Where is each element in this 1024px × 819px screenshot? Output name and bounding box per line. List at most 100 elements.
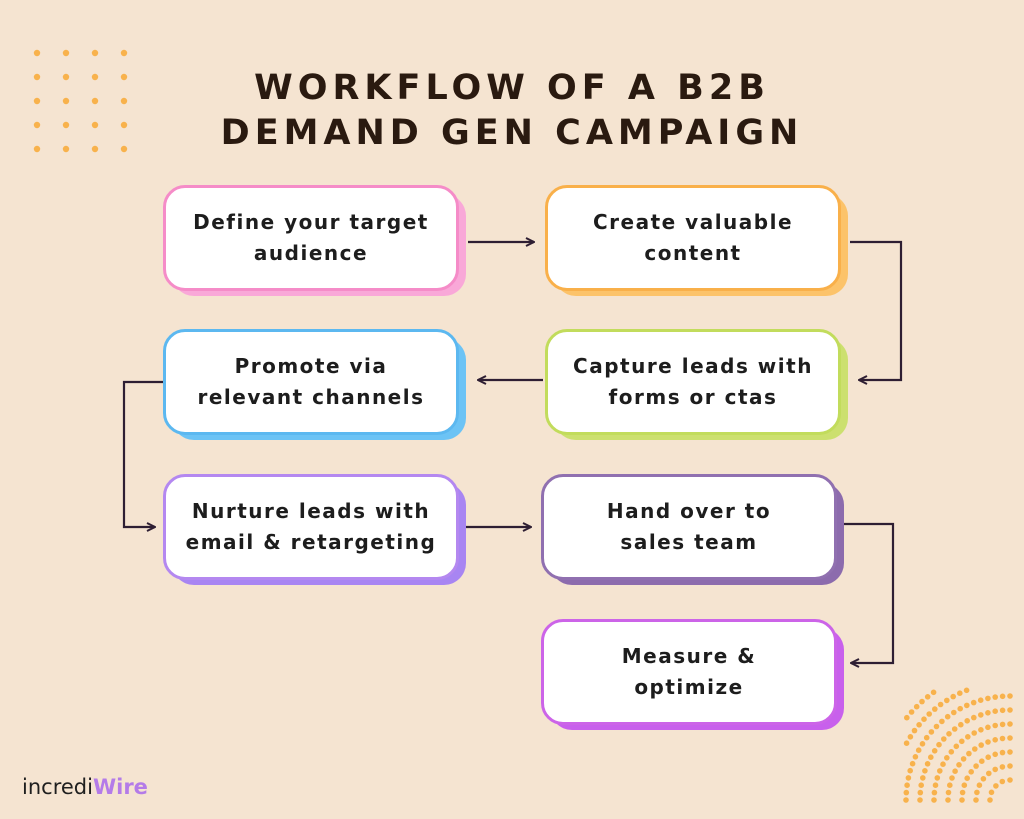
decor-dot [903,740,910,746]
decor-dot [999,693,1006,700]
decor-dot [904,714,910,721]
decor-dot [1007,693,1013,699]
decor-dot [920,775,926,781]
decor-dot [965,734,971,740]
decor-dot [970,699,977,706]
decor-dot [922,768,928,774]
decor-dot [120,73,128,81]
decor-dot [912,754,919,760]
decor-dot [959,797,965,803]
decor-dot [921,716,927,722]
decor-dot [961,782,968,788]
step-box: Promote via relevant channels [163,329,459,435]
decor-dot [908,709,915,715]
decor-dot [937,701,944,708]
decor-dot [945,797,951,803]
decor-dot [1007,777,1013,783]
decor-dot [924,694,931,700]
step-box: Create valuable content [545,185,841,291]
decor-dot [907,734,914,740]
decor-dot [987,797,993,803]
decor-dot [903,797,909,803]
decor-dot [977,697,984,703]
decor-dot [913,703,920,710]
decor-dot [915,747,922,753]
decor-dot [964,775,970,781]
decor-dot [999,778,1006,785]
decor-dot [950,693,956,700]
decor-dot [966,750,972,757]
decor-dot [933,723,940,730]
step-measure-optimize: Measure & optimize [541,619,844,730]
arrow-handover-to-measure [843,522,895,663]
decor-dot [120,145,128,153]
decor-dot [917,797,923,803]
dot-grid-top-left [33,49,128,153]
decor-dot [120,97,128,105]
decor-dot [91,97,99,105]
decor-dot [986,770,992,777]
decor-dot [999,721,1006,728]
decor-dot [992,708,998,714]
step-box: Measure & optimize [541,619,837,725]
logo-text-main: incredi [22,775,93,799]
decor-dot [999,764,1006,770]
decor-dot [940,761,946,767]
step-capture-leads: Capture leads with forms or ctas [545,329,848,440]
decor-dot [978,712,984,718]
arrow-create-to-capture [850,240,903,380]
decor-dot [992,751,998,758]
decor-dot [1007,749,1013,755]
logo-text-accent: Wire [92,775,148,799]
decor-dot [931,748,938,754]
brand-logo: incrediWire [22,775,148,799]
decor-dot [923,734,930,741]
decor-dot [973,763,979,769]
step-define-target-audience: Define your target audience [163,185,466,296]
decor-dot [924,761,931,767]
decor-dot [960,756,967,762]
decor-dot [931,789,938,796]
decor-dot [33,145,41,153]
decor-dot [91,49,99,57]
decor-dot [62,73,70,81]
decor-dot [985,695,991,702]
step-label: Measure & optimize [621,644,757,699]
decor-dot [956,762,962,768]
decor-dot [62,145,70,153]
decor-dot [91,73,99,81]
decor-dot [957,705,963,712]
decor-dot [939,718,945,725]
decor-dot [964,702,970,709]
decor-dot [976,782,983,788]
decor-dot [926,711,932,717]
decor-dot [951,726,958,732]
decor-dot [33,73,41,81]
decor-dot [928,729,935,735]
decor-dot [919,698,925,705]
decor-dot [972,746,978,752]
decor-dot [946,731,952,737]
step-box: Define your target audience [163,185,459,291]
decor-dot [907,767,913,774]
decor-dot [978,742,984,748]
decor-dot [958,721,964,728]
decor-dot [1007,707,1013,713]
decor-dot [964,718,970,724]
decor-dot [993,783,999,789]
decor-dot [917,789,924,796]
decor-dot [978,727,984,733]
decor-dot [947,782,953,788]
decor-dot [979,758,985,764]
decor-dot [932,706,938,712]
decor-dot [919,741,926,747]
decor-dot [944,713,951,720]
step-box: Capture leads with forms or ctas [545,329,841,435]
decor-dot [952,768,958,774]
decor-dot [928,754,934,760]
dot-cluster-bottom-right [903,687,1013,803]
decor-dot [944,697,950,704]
step-hand-over-to-sales: Hand over to sales team [541,474,844,585]
decor-dot [911,727,918,734]
decor-dot [91,121,99,129]
